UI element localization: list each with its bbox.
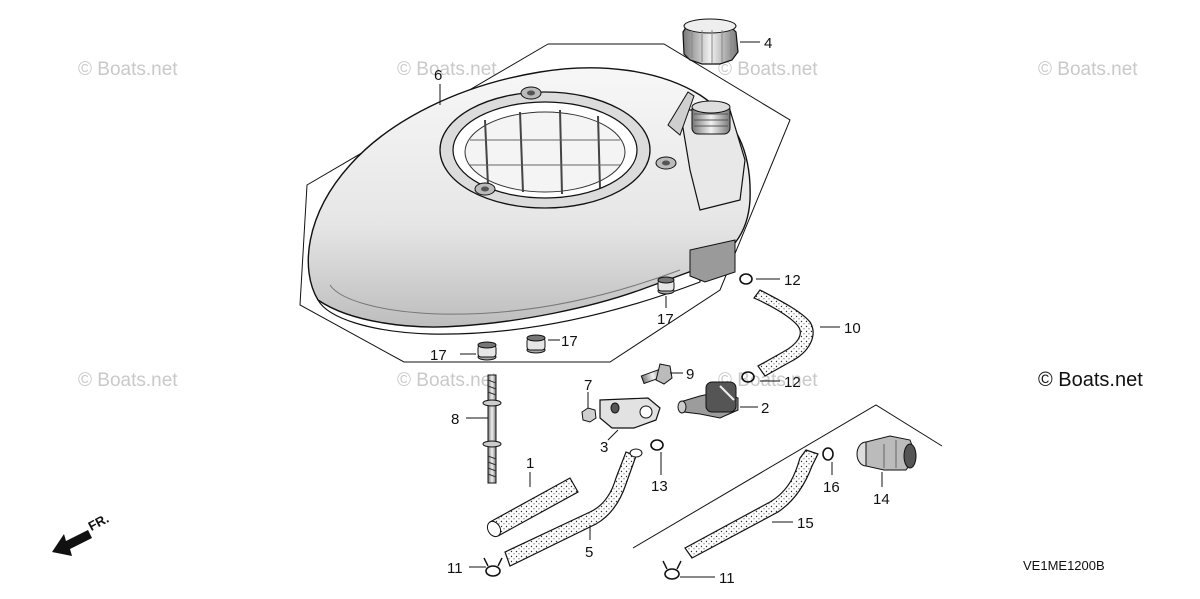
- callout-4: 4: [764, 35, 772, 52]
- callout-10: 10: [844, 320, 861, 337]
- callout-11: 11: [447, 560, 463, 577]
- fuel-strainer: [856, 435, 917, 471]
- watermark: © Boats.net: [78, 59, 178, 80]
- breather-tube: [753, 289, 814, 377]
- nut: [581, 407, 597, 423]
- callout-8: 8: [451, 411, 459, 428]
- callout-12: 12: [784, 272, 801, 289]
- grommet: [526, 334, 546, 354]
- callout-17: 17: [430, 347, 447, 364]
- callout-17: 17: [561, 333, 578, 350]
- callout-1: 1: [526, 455, 534, 472]
- fan-cover-shroud: [307, 67, 751, 335]
- grommet: [477, 341, 497, 361]
- drawing-code: VE1ME1200B: [1023, 558, 1105, 573]
- hose-clip: [662, 560, 682, 580]
- leader-lines: [439, 41, 883, 578]
- callout-13: 13: [651, 478, 668, 495]
- grommet: [657, 276, 675, 295]
- hose-clip: [822, 447, 834, 461]
- stud-bolt: [482, 374, 502, 484]
- callout-3: 3: [600, 439, 608, 456]
- hose-clip: [741, 371, 755, 383]
- sub-assembly-boundary: [632, 404, 943, 549]
- watermark-prominent: © Boats.net: [1038, 369, 1143, 391]
- hose-clip: [650, 439, 664, 451]
- hose-clip: [483, 557, 503, 577]
- callout-7: 7: [584, 377, 592, 394]
- callout-5: 5: [585, 544, 593, 561]
- watermark: © Boats.net: [397, 59, 497, 80]
- callout-11: 11: [719, 570, 735, 587]
- watermark: © Boats.net: [78, 370, 178, 391]
- callout-9: 9: [686, 366, 694, 383]
- callout-2: 2: [761, 400, 769, 417]
- callout-labels: 4 6 12 10 12 17 17 17 9 7 2 8 3 13 1 5 1…: [430, 35, 890, 587]
- watermark: © Boats.net: [397, 370, 497, 391]
- front-label: FR.: [86, 511, 112, 534]
- fuel-cap: [682, 18, 739, 65]
- callout-12: 12: [784, 374, 801, 391]
- front-direction-arrow: FR.: [52, 511, 111, 556]
- callout-15: 15: [797, 515, 814, 532]
- assembly-boundary: [299, 43, 791, 363]
- fuel-cock: [677, 381, 739, 419]
- callout-14: 14: [873, 491, 890, 508]
- watermark: © Boats.net: [718, 59, 818, 80]
- callout-6: 6: [434, 67, 442, 84]
- callout-16: 16: [823, 479, 840, 496]
- flange-bolt: [640, 363, 673, 385]
- hose-clip: [739, 273, 753, 285]
- fuel-tube-long: [684, 449, 819, 559]
- watermark: © Boats.net: [1038, 59, 1138, 80]
- callout-17: 17: [657, 311, 674, 328]
